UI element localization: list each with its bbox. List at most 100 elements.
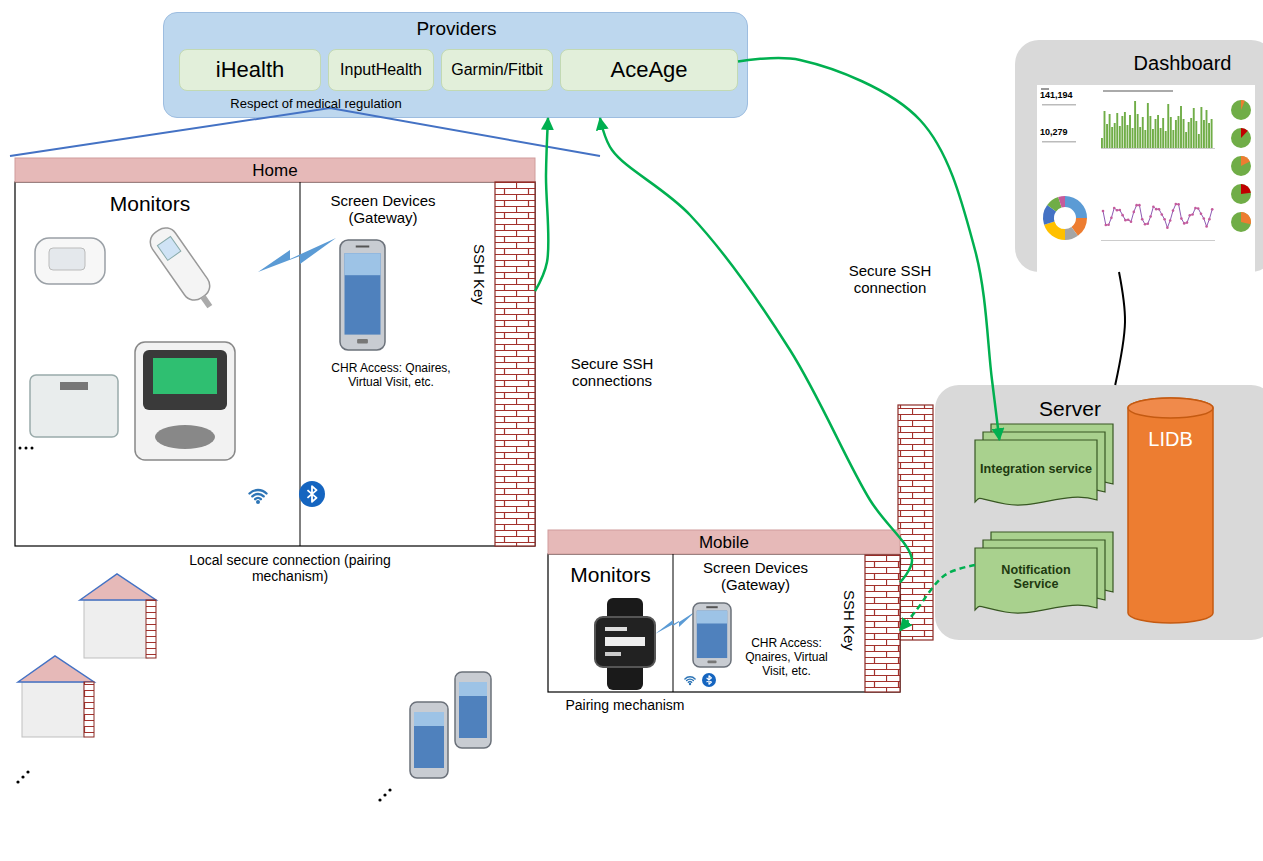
drawn-shape — [1175, 120, 1177, 148]
drawn-shape — [256, 500, 260, 504]
drawn-shape — [35, 238, 105, 284]
panel-title: Monitors — [548, 563, 673, 587]
phone-icon — [693, 603, 731, 667]
text-holder: CHR Access: Qnaires, Virtual Visit, etc. — [737, 637, 836, 678]
drawn-shape — [1208, 218, 1211, 221]
drawn-shape — [1195, 121, 1197, 148]
drawn-shape — [22, 682, 84, 737]
drawn-shape — [1107, 223, 1110, 226]
drawn-shape — [1113, 207, 1116, 210]
drawn-shape — [1191, 213, 1194, 216]
drawn-shape — [1043, 196, 1087, 240]
connector — [738, 58, 999, 440]
drawn-shape — [459, 682, 487, 696]
drawn-shape — [30, 375, 118, 437]
drawn-shape — [1165, 131, 1167, 148]
phone-icon — [340, 240, 385, 350]
drawn-shape — [1198, 134, 1200, 148]
drawn-shape — [1231, 100, 1251, 120]
drawn-shape — [1144, 130, 1146, 148]
drawn-shape — [414, 712, 444, 768]
drawn-shape — [1101, 138, 1103, 148]
provider-box: AceAge — [560, 49, 738, 91]
provider-name: InputHealth — [340, 61, 422, 79]
drawn-shape — [1124, 219, 1127, 222]
drawn-shape — [15, 158, 535, 182]
kpi-value: 141,194 — [1040, 90, 1090, 100]
text-holder: SSH Key — [471, 244, 493, 309]
drawn-shape — [595, 617, 655, 667]
label-holder: 141,194 — [1040, 90, 1090, 100]
drawn-shape — [10, 108, 600, 156]
drawn-shape — [1183, 119, 1185, 148]
provider-box: Garmin/Fitbit — [441, 49, 553, 91]
firewall-key: SSH Key — [468, 182, 535, 546]
text-holder: Notification Service — [975, 563, 1097, 592]
drawn-shape — [548, 530, 900, 554]
drawn-shape — [258, 238, 336, 272]
drawn-shape — [1180, 106, 1182, 148]
drawn-shape — [16, 780, 19, 783]
drawn-shape — [1166, 226, 1169, 229]
drawn-shape — [383, 793, 386, 796]
panel-note: CHR Access: Qnaires, Virtual Visit, etc. — [330, 362, 452, 390]
drawn-shape — [1158, 208, 1161, 211]
drawn-shape — [84, 600, 148, 658]
drawn-shape — [1149, 215, 1152, 218]
label-holder: Local secure connection (pairing mechani… — [180, 552, 400, 584]
drawn-shape — [378, 798, 381, 801]
drawn-shape — [18, 656, 94, 682]
drawn-shape — [706, 606, 717, 608]
drawn-shape — [1231, 212, 1251, 232]
drawn-shape — [1132, 128, 1134, 148]
drawn-shape — [1138, 204, 1141, 207]
drawn-shape — [1130, 220, 1133, 223]
drawn-shape — [345, 253, 381, 334]
drawn-shape — [1042, 104, 1076, 106]
text-holder: Screen Devices (Gateway) — [679, 559, 832, 594]
drawn-shape — [1200, 107, 1202, 148]
brick-drawing — [468, 182, 535, 546]
drawn-shape — [1141, 218, 1144, 221]
key-label: SSH Key — [841, 590, 858, 651]
drawn-shape — [21, 775, 24, 778]
provider-box: iHealth — [179, 49, 321, 91]
drawn-shape — [1172, 130, 1174, 148]
drawn-path — [1058, 196, 1065, 208]
drawn-path — [1241, 100, 1245, 110]
database-name: LIDB — [1128, 428, 1213, 451]
drawn-shape — [200, 295, 212, 308]
drawn-shape — [1211, 119, 1213, 148]
drawn-shape — [1200, 212, 1203, 215]
group-note: Respect of medical regulation — [186, 97, 446, 112]
text-holder: CHR Access: Qnaires, Virtual Visit, etc. — [330, 362, 452, 390]
drawn-path — [685, 677, 695, 679]
monitor-panel: Monitors — [15, 182, 300, 546]
drawn-shape — [153, 358, 217, 394]
provider-name: Garmin/Fitbit — [451, 61, 543, 79]
drawn-shape — [1103, 90, 1173, 92]
panel-title: Server — [1030, 397, 1110, 421]
drawn-path — [975, 440, 1097, 505]
drawn-shape — [1180, 217, 1183, 220]
drawn-path — [975, 548, 1097, 613]
drawn-path — [1241, 212, 1251, 224]
kpi-value: 10,279 — [1040, 127, 1090, 137]
ellipsis-dots — [16, 770, 391, 801]
drawn-shape — [84, 682, 94, 737]
drawn-shape — [1211, 208, 1214, 211]
monitor-panel: Monitors — [548, 555, 673, 692]
edge-label: Secure SSH connection — [842, 262, 938, 297]
drawn-shape — [1116, 113, 1118, 148]
connector — [600, 118, 912, 582]
drawn-shape — [26, 770, 29, 773]
drawn-path — [1065, 227, 1078, 240]
drawn-path — [687, 679, 694, 680]
drawn-shape — [340, 240, 385, 350]
drawn-shape — [1231, 184, 1251, 204]
drawn-shape — [1127, 218, 1130, 221]
provider-box: InputHealth — [328, 49, 434, 91]
site-title: Home — [15, 161, 535, 181]
text-holder: Home — [15, 161, 535, 181]
drawn-shape — [1121, 116, 1123, 148]
